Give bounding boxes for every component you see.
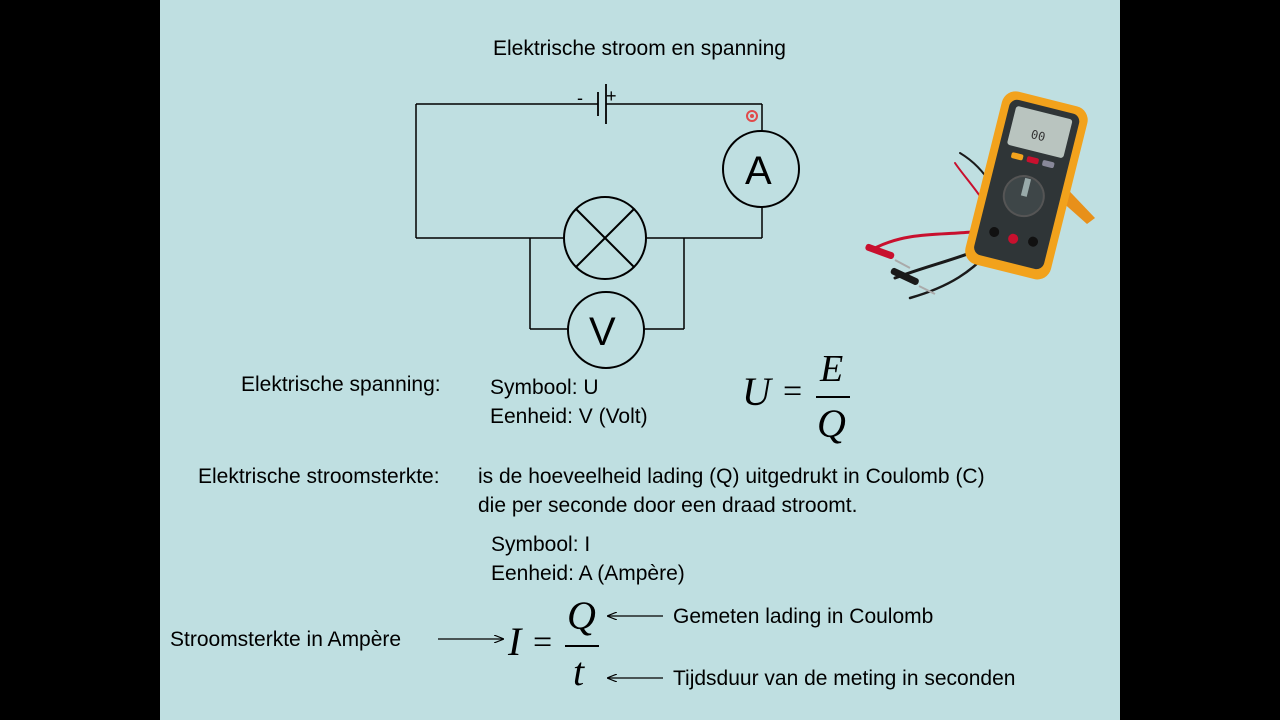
spanning-heading: Elektrische spanning: xyxy=(241,373,441,396)
formula-i-equals: = xyxy=(533,624,553,661)
probe-black xyxy=(890,267,936,295)
circuit-diagram xyxy=(415,84,800,369)
voltmeter-label: V xyxy=(589,310,616,354)
ammeter-symbol xyxy=(722,130,800,208)
formula-i-numerator: Q xyxy=(567,593,596,638)
formula-u-denominator: Q xyxy=(817,401,846,446)
probe-red xyxy=(865,243,911,269)
formula-i-lhs: I xyxy=(508,619,522,664)
slide-title: Elektrische stroom en spanning xyxy=(493,37,786,60)
spanning-symbol: Symbool: U xyxy=(490,376,599,399)
label-stroomsterkte-ampere: Stroomsterkte in Ampère xyxy=(170,628,402,651)
formula-i-fraction-bar xyxy=(565,645,599,647)
battery-symbol xyxy=(597,84,607,124)
stroom-definition-line2: die per seconde door een draad stroomt. xyxy=(478,494,858,517)
label-gemeten-lading: Gemeten lading in Coulomb xyxy=(673,605,934,628)
formula-u-numerator: E xyxy=(820,348,844,390)
formula-i-denominator: t xyxy=(573,649,585,694)
voltmeter-symbol xyxy=(567,291,645,369)
multimeter-illustration: 00 xyxy=(865,91,1095,300)
label-tijdsduur: Tijdsduur van de meting in seconden xyxy=(673,667,1016,690)
spanning-unit: Eenheid: V (Volt) xyxy=(490,405,648,428)
stroom-symbol: Symbool: I xyxy=(491,533,591,556)
svg-text:00: 00 xyxy=(1029,127,1046,144)
battery-minus-label: - xyxy=(577,88,583,108)
formula-u-fraction-bar xyxy=(816,396,850,398)
stroom-unit: Eenheid: A (Ampère) xyxy=(491,562,685,585)
multimeter-display xyxy=(1007,106,1073,158)
stroom-definition-line1: is de hoeveelheid lading (Q) uitgedrukt … xyxy=(478,465,985,488)
ammeter-label: A xyxy=(745,149,772,193)
stroom-heading: Elektrische stroomsterkte: xyxy=(198,465,440,488)
slide: Elektrische stroom en spanning xyxy=(160,0,1120,720)
formula-u-lhs: U xyxy=(742,369,771,414)
formula-u-equals: = xyxy=(783,373,803,410)
lamp-symbol xyxy=(563,196,647,280)
cursor-dot-icon xyxy=(746,110,758,122)
battery-plus-label: + xyxy=(606,86,617,106)
